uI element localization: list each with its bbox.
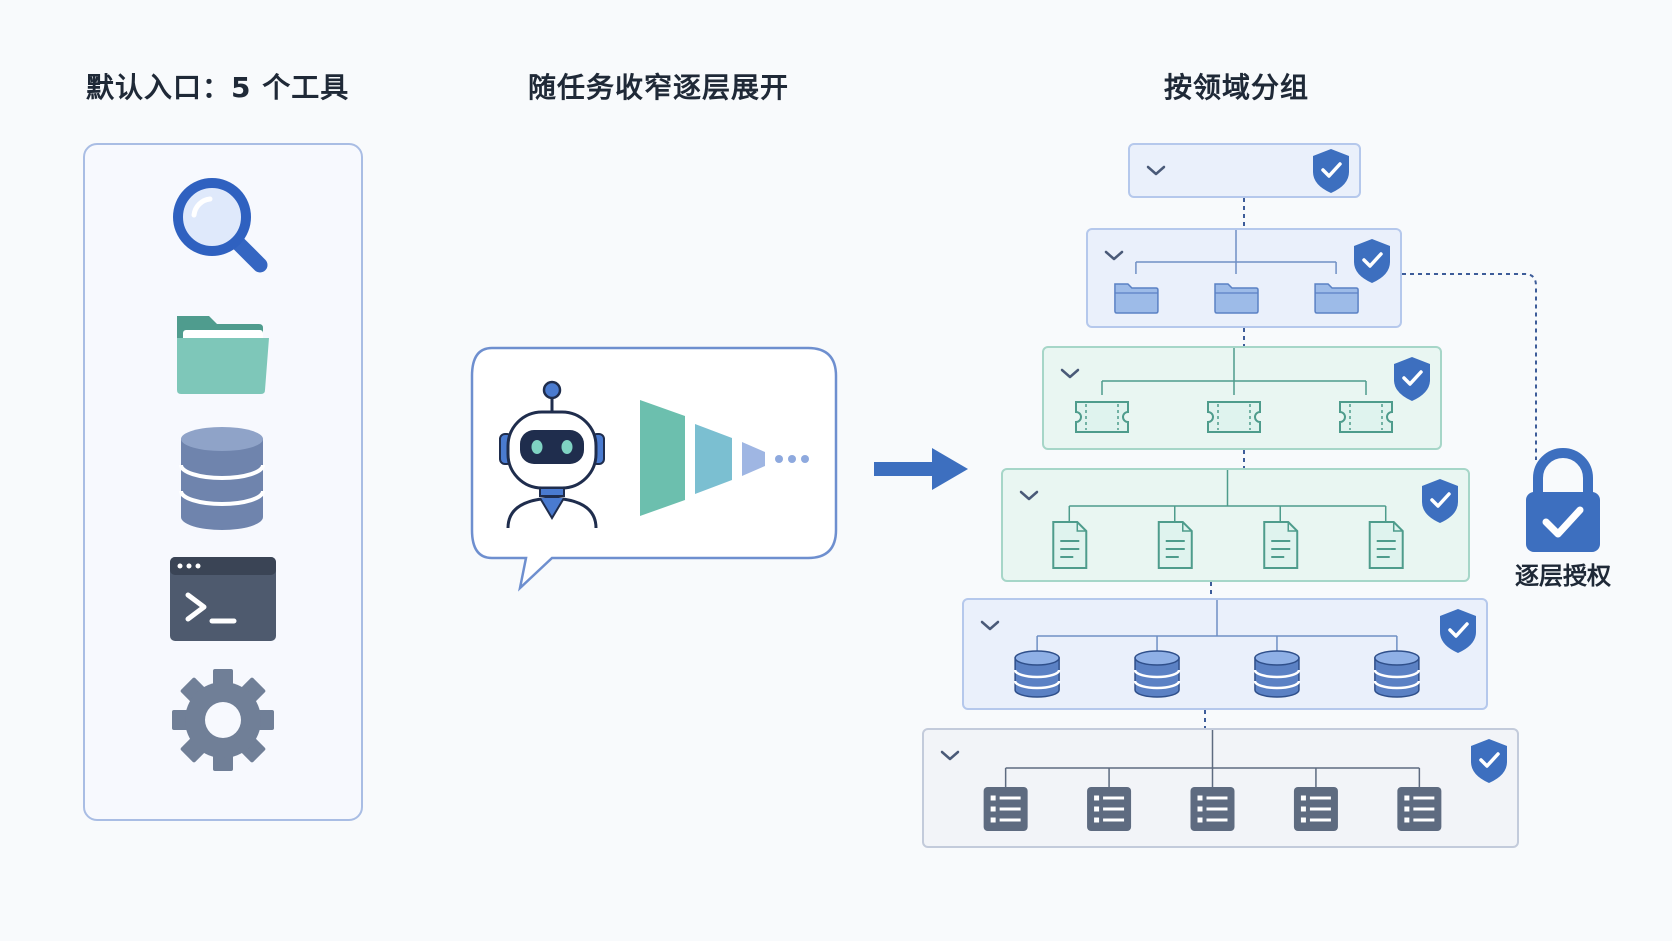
narrowing-funnel-icon xyxy=(640,400,809,516)
domain-tier-4[interactable] xyxy=(1001,468,1470,582)
shield-check-icon xyxy=(1471,739,1507,783)
search-icon[interactable] xyxy=(168,173,278,283)
database-icon[interactable] xyxy=(1373,650,1421,698)
shield-check-icon xyxy=(1440,609,1476,653)
document-icon[interactable] xyxy=(1263,521,1299,569)
default-entry-heading: 默认入口：5 个工具 xyxy=(86,71,350,104)
document-icon[interactable] xyxy=(1368,521,1404,569)
domain-tier-3[interactable] xyxy=(1042,346,1442,450)
ticket-icon[interactable] xyxy=(1075,401,1129,433)
agent-speech-bubble xyxy=(470,346,838,592)
domain-tier-1[interactable] xyxy=(1128,143,1361,198)
domain-tier-2[interactable] xyxy=(1086,228,1402,328)
layered-authorization: 逐层授权 xyxy=(1508,444,1618,594)
document-icon[interactable] xyxy=(1052,521,1088,569)
list-icon[interactable] xyxy=(1397,787,1442,831)
database-icon[interactable] xyxy=(175,425,270,535)
folder-icon[interactable] xyxy=(173,310,273,395)
database-icon[interactable] xyxy=(1253,650,1301,698)
chevron-down-icon[interactable] xyxy=(1060,368,1080,379)
progressive-expand-heading: 随任务收窄逐层展开 xyxy=(528,71,790,104)
terminal-icon[interactable] xyxy=(168,555,278,645)
list-icon[interactable] xyxy=(983,787,1028,831)
default-tools-panel xyxy=(83,143,363,821)
document-icon[interactable] xyxy=(1157,521,1193,569)
folder-icon[interactable] xyxy=(1314,283,1359,314)
shield-check-icon xyxy=(1422,479,1458,523)
flow-arrow-icon xyxy=(874,448,968,490)
chevron-down-icon[interactable] xyxy=(1104,250,1124,261)
gear-icon[interactable] xyxy=(168,665,278,775)
database-icon[interactable] xyxy=(1133,650,1181,698)
layered-authorization-label: 逐层授权 xyxy=(1515,562,1611,590)
database-icon[interactable] xyxy=(1013,650,1061,698)
domain-grouping-heading: 按领域分组 xyxy=(1164,71,1310,104)
shield-check-icon xyxy=(1313,149,1349,193)
list-icon[interactable] xyxy=(1293,787,1338,831)
lock-icon xyxy=(1526,448,1600,552)
list-icon[interactable] xyxy=(1190,787,1235,831)
robot-icon xyxy=(499,380,605,529)
chevron-down-icon[interactable] xyxy=(1019,490,1039,501)
folder-icon[interactable] xyxy=(1114,283,1159,314)
shield-check-icon xyxy=(1354,239,1390,283)
domain-tier-6[interactable] xyxy=(922,728,1519,848)
ticket-icon[interactable] xyxy=(1207,401,1261,433)
chevron-down-icon[interactable] xyxy=(980,620,1000,631)
folder-icon[interactable] xyxy=(1214,283,1259,314)
domain-tier-5[interactable] xyxy=(962,598,1488,710)
chevron-down-icon[interactable] xyxy=(1146,165,1166,176)
list-icon[interactable] xyxy=(1087,787,1132,831)
chevron-down-icon[interactable] xyxy=(940,750,960,761)
shield-check-icon xyxy=(1394,357,1430,401)
ticket-icon[interactable] xyxy=(1339,401,1393,433)
